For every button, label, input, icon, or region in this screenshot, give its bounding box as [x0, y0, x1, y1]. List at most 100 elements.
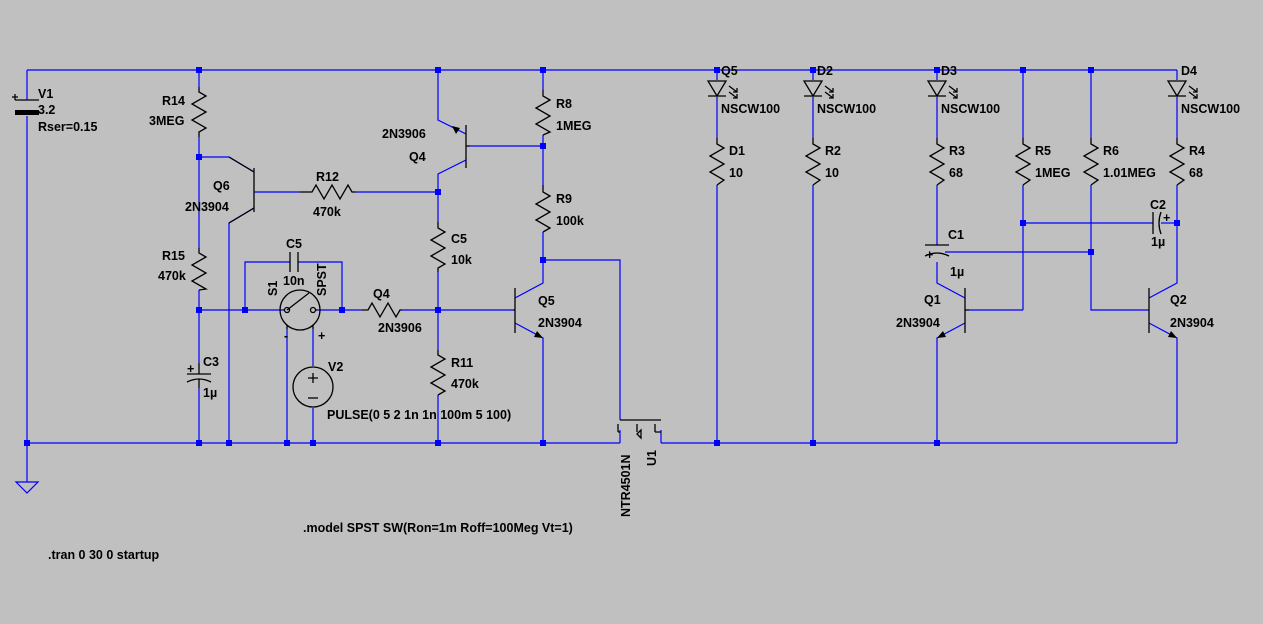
r10-value-label: 10k	[451, 253, 472, 267]
ground-symbol	[14, 481, 40, 494]
d2-value-label: NSCW100	[817, 102, 876, 116]
r2-ref-label: R2	[825, 144, 841, 158]
r14-ref-label: R14	[162, 94, 185, 108]
r15-resistor[interactable]: R15 470k	[158, 248, 208, 291]
c5-value-label: 10n	[283, 274, 305, 288]
r1-value-label: 10	[729, 166, 743, 180]
s1-switch[interactable]: S1 SPST - +	[266, 263, 329, 343]
r4-ref-label: R4	[1189, 144, 1205, 158]
q1-transistor[interactable]: Q1 2N3904	[896, 288, 969, 338]
r3-value-label: 68	[949, 166, 963, 180]
r5-value-label: 1MEG	[1035, 166, 1070, 180]
q2-value-label: 2N3904	[1170, 316, 1214, 330]
q1-value-label: 2N3904	[896, 316, 940, 330]
tran-directive[interactable]: .tran 0 30 0 startup	[48, 548, 160, 562]
c5-capacitor[interactable]: C5 10n	[283, 237, 305, 288]
junction-dots	[24, 67, 1180, 446]
q1-ref-label: Q1	[924, 293, 941, 307]
d1-led[interactable]: Q5 NSCW100	[706, 64, 780, 116]
r8-resistor[interactable]: R8 1MEG	[534, 90, 591, 136]
r6-ref-label: R6	[1103, 144, 1119, 158]
s1-ref-label: S1	[266, 281, 280, 296]
r8-value-label: 1MEG	[556, 119, 591, 133]
r8-ref-label: R8	[556, 97, 572, 111]
q5-value-label: 2N3904	[538, 316, 582, 330]
r11-ref-label: R11	[451, 356, 473, 370]
r10-resistor[interactable]: C5 10k	[429, 222, 472, 272]
c2-value-label: 1µ	[1151, 235, 1165, 249]
wires	[26, 69, 1178, 482]
r1-ref-label: D1	[729, 144, 745, 158]
c3-value-label: 1µ	[203, 386, 217, 400]
r15-ref-label: R15	[162, 249, 185, 263]
r14-value-label: 3MEG	[149, 114, 184, 128]
d3-value-label: NSCW100	[941, 102, 1000, 116]
d2-ref-label: D2	[817, 64, 833, 78]
q4-transistor[interactable]: 2N3906 Q4	[382, 125, 470, 168]
q2-transistor[interactable]: Q2 2N3904	[1148, 288, 1214, 338]
d3-led[interactable]: D3 NSCW100	[926, 64, 1000, 116]
s1-minus-sign: -	[284, 329, 288, 343]
v1-value-label: 3.2	[38, 103, 55, 117]
r15-value-label: 470k	[158, 269, 186, 283]
q5-transistor[interactable]: Q5 2N3904	[513, 288, 582, 338]
model-directive[interactable]: .model SPST SW(Ron=1m Roff=100Meg Vt=1)	[303, 521, 573, 535]
r4-value-label: 68	[1189, 166, 1203, 180]
q6-ref-label: Q6	[213, 179, 230, 193]
c2-ref-label: C2	[1150, 198, 1166, 212]
r13-value-label: 2N3906	[378, 321, 422, 335]
c2-capacitor[interactable]: + C2 1µ	[1150, 198, 1170, 249]
u1-value-label: NTR4501N	[619, 454, 633, 517]
r6-resistor[interactable]: R6 1.01MEG	[1082, 138, 1156, 186]
s1-plus-sign: +	[318, 329, 325, 343]
v1-ref-label: V1	[38, 87, 53, 101]
c1-value-label: 1µ	[950, 265, 964, 279]
r10-ref-label: C5	[451, 232, 467, 246]
v2-value-label: PULSE(0 5 2 1n 1n 100m 5 100)	[327, 408, 511, 422]
r11-value-label: 470k	[451, 377, 479, 391]
r5-ref-label: R5	[1035, 144, 1051, 158]
r12-resistor[interactable]: R12 470k	[300, 170, 356, 219]
r5-resistor[interactable]: R5 1MEG	[1014, 138, 1070, 186]
r3-resistor[interactable]: R3 68	[928, 138, 965, 186]
u1-mosfet[interactable]: NTR4501N U1	[617, 419, 661, 517]
q6-transistor[interactable]: Q6 2N3904	[185, 156, 255, 224]
d4-value-label: NSCW100	[1181, 102, 1240, 116]
r2-value-label: 10	[825, 166, 839, 180]
d4-led[interactable]: D4 NSCW100	[1166, 64, 1240, 116]
c1-ref-label: C1	[948, 228, 964, 242]
r11-resistor[interactable]: R11 470k	[429, 350, 479, 396]
r12-value-label: 470k	[313, 205, 341, 219]
q6-value-label: 2N3904	[185, 200, 229, 214]
d1-value-label: NSCW100	[721, 102, 780, 116]
c2-plus-sign: +	[1163, 211, 1170, 225]
v1-rser-label: Rser=0.15	[38, 120, 97, 134]
r3-ref-label: R3	[949, 144, 965, 158]
r1-resistor[interactable]: D1 10	[708, 138, 745, 186]
r13-ref-label: Q4	[373, 287, 390, 301]
r4-resistor[interactable]: R4 68	[1168, 138, 1205, 186]
r9-resistor[interactable]: R9 100k	[534, 185, 584, 233]
q4-ref-label: Q4	[409, 150, 426, 164]
r9-value-label: 100k	[556, 214, 584, 228]
v1-battery[interactable]: V1 3.2 Rser=0.15	[12, 87, 97, 134]
s1-model-label: SPST	[315, 263, 329, 296]
c3-capacitor[interactable]: + C3 1µ	[186, 355, 219, 400]
c3-ref-label: C3	[203, 355, 219, 369]
c5-ref-label: C5	[286, 237, 302, 251]
d1-ref-label: Q5	[721, 64, 738, 78]
r9-ref-label: R9	[556, 192, 572, 206]
r13-resistor[interactable]: Q4 2N3906	[362, 287, 422, 335]
c3-plus-sign: +	[187, 362, 194, 376]
q5-ref-label: Q5	[538, 294, 555, 308]
r12-ref-label: R12	[316, 170, 339, 184]
v2-ref-label: V2	[328, 360, 343, 374]
v2-pulse-source[interactable]: V2 PULSE(0 5 2 1n 1n 100m 5 100)	[292, 360, 511, 422]
d2-led[interactable]: D2 NSCW100	[802, 64, 876, 116]
r14-resistor[interactable]: R14 3MEG	[149, 87, 208, 137]
r2-resistor[interactable]: R2 10	[804, 138, 841, 186]
u1-ref-label: U1	[645, 450, 659, 466]
c1-plus-sign: +	[926, 248, 933, 262]
c1-capacitor[interactable]: + C1 1µ	[924, 228, 964, 279]
